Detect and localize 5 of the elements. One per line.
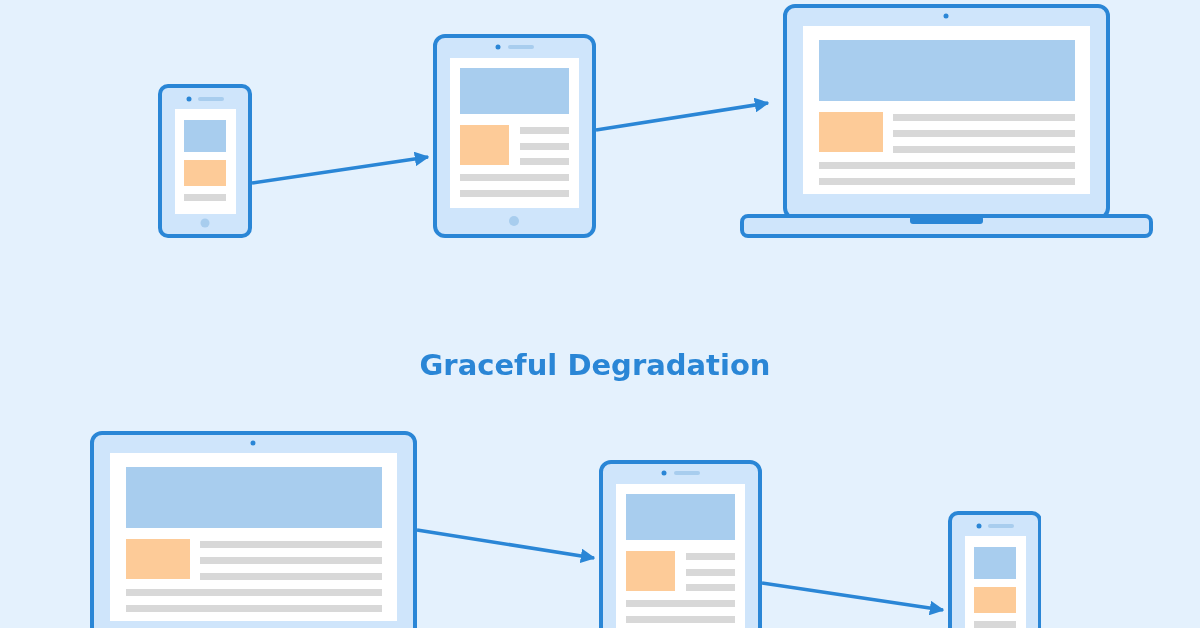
arrow bbox=[416, 528, 596, 564]
arrow bbox=[761, 581, 945, 616]
arrow bbox=[595, 97, 770, 132]
diagram-title: Graceful Degradation bbox=[418, 348, 772, 382]
arrow bbox=[251, 151, 430, 185]
